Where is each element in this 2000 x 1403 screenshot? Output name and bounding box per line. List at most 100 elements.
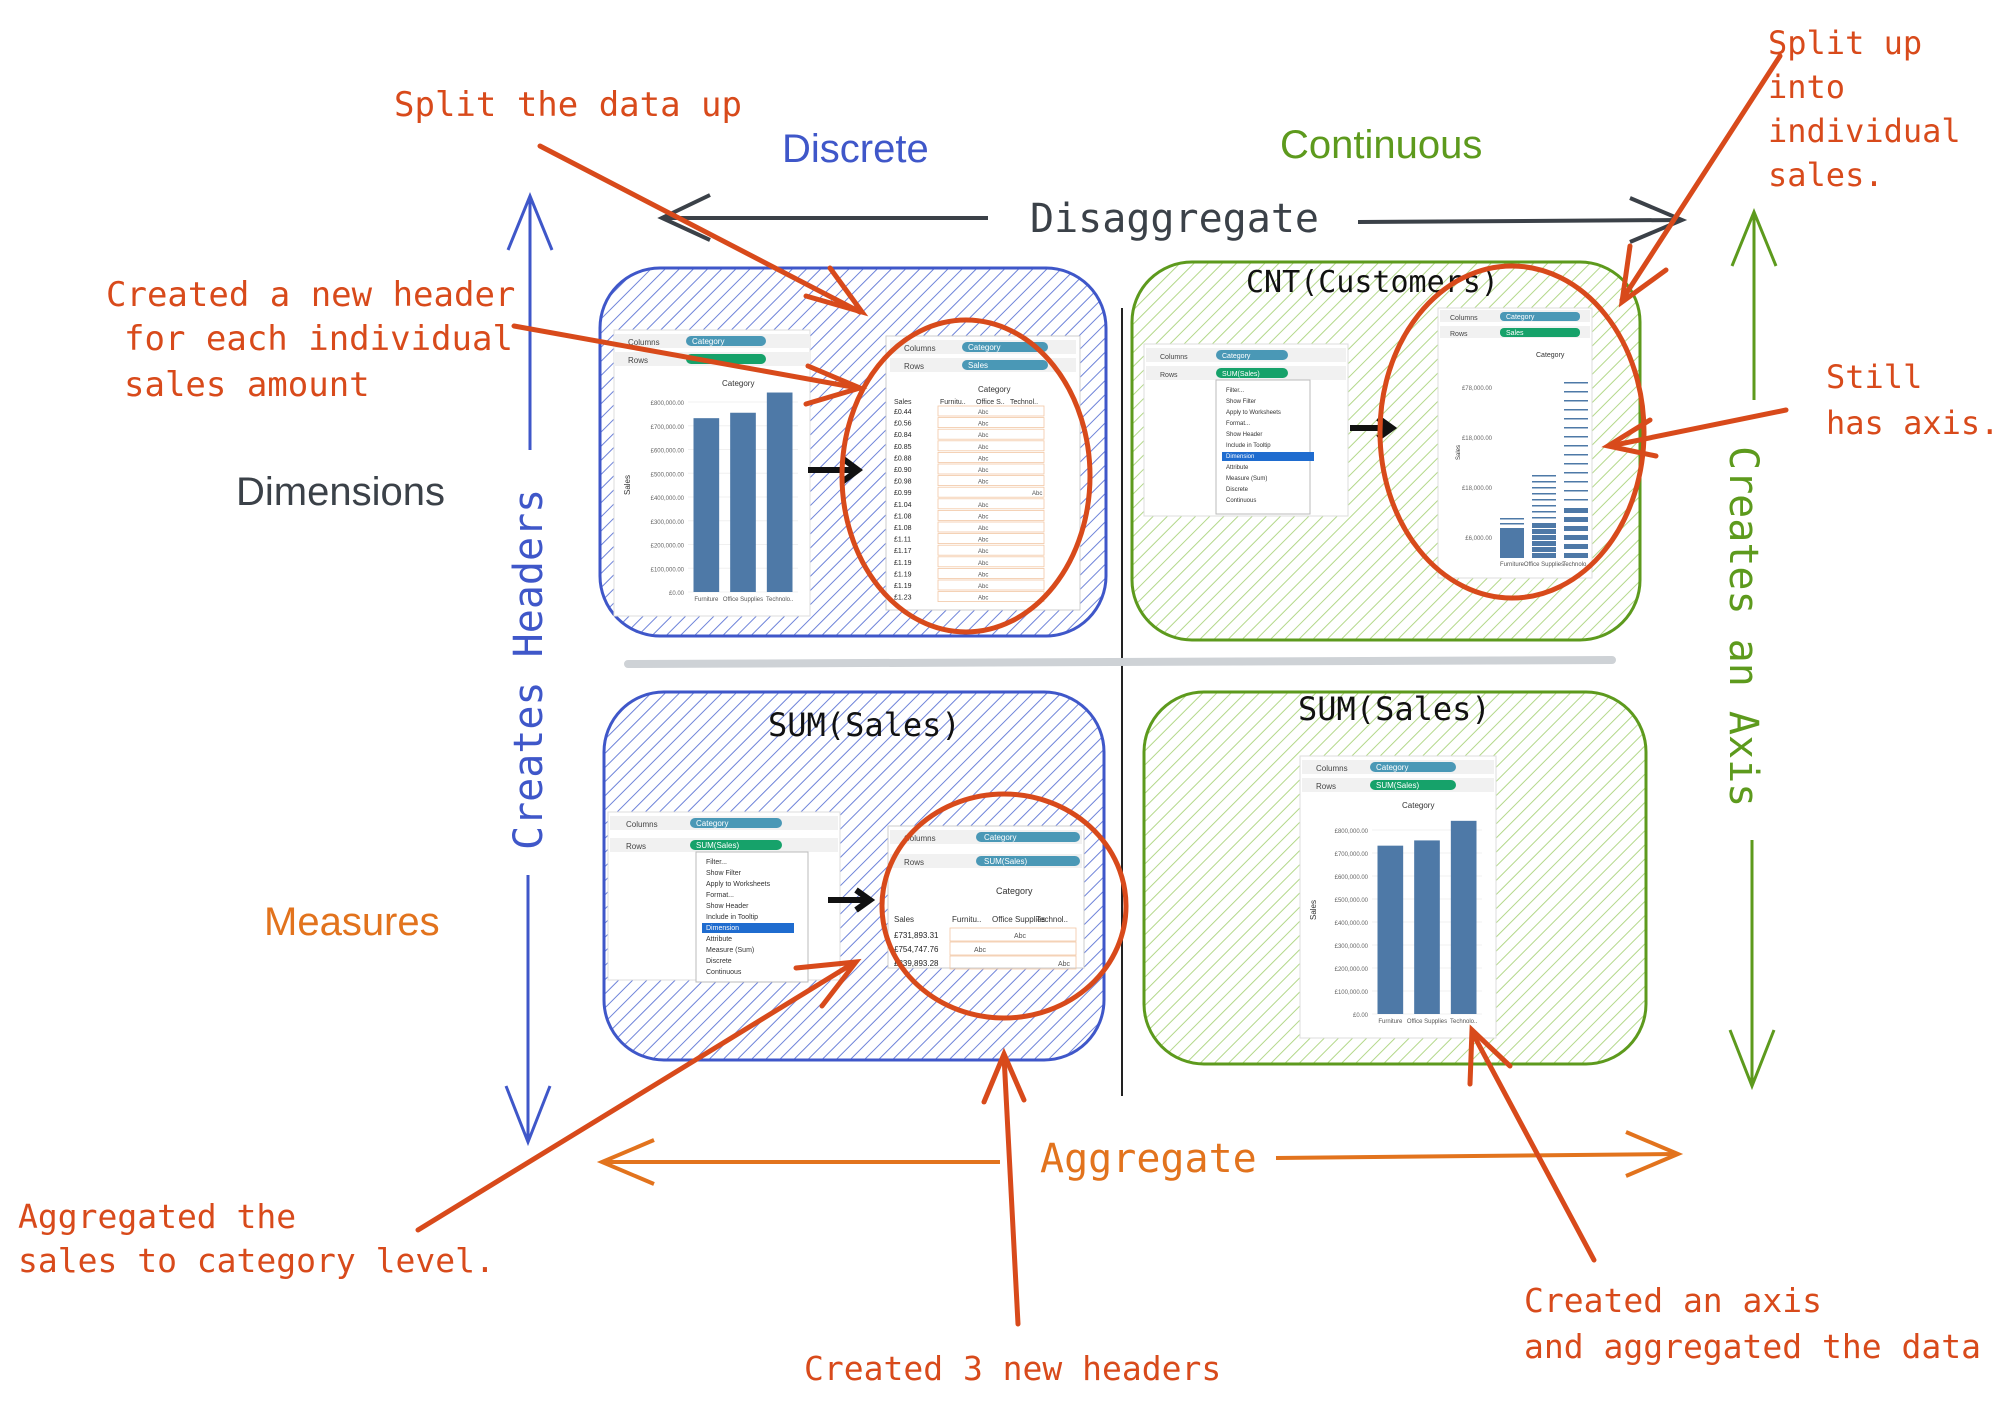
table-cell: Abc: [1058, 961, 1071, 968]
menu-item: Format...: [706, 892, 734, 899]
mark: [1564, 517, 1588, 522]
y-tick-label: £0.00: [669, 591, 685, 597]
y-tick-label: £18,000.00: [1462, 436, 1493, 442]
table-cell: £1.08: [894, 513, 912, 520]
menu-item: Show Header: [1226, 432, 1262, 438]
svg-text:Columns: Columns: [1160, 354, 1188, 361]
table-row: [937, 451, 1045, 463]
annot-three-headers: Created 3 new headers: [804, 1349, 1221, 1388]
table-cell: Abc: [1032, 491, 1042, 497]
svg-text:Category: Category: [696, 819, 728, 828]
mark: [1532, 547, 1556, 552]
table-row: [937, 486, 1045, 498]
mark: [1564, 382, 1588, 384]
table-cell: Abc: [978, 596, 988, 602]
svg-text:Rows: Rows: [626, 842, 646, 851]
menu-highlight: [1222, 452, 1314, 461]
y-tick-label: £100,000.00: [651, 567, 685, 573]
x-tick-label: Furniture: [694, 597, 719, 603]
table-cell: £0.44: [894, 409, 912, 416]
svg-text:SUM(Sales): SUM(Sales): [1376, 781, 1419, 790]
bar: [766, 392, 793, 592]
horizontal-divider: [624, 656, 1616, 668]
table-header: Sales: [894, 399, 912, 406]
table-cell: Abc: [978, 445, 988, 451]
annot-still-axis-2: has axis.: [1826, 404, 1999, 442]
svg-text:Rows: Rows: [904, 362, 924, 371]
mark: [1500, 543, 1524, 548]
table-header: Office Supplies: [992, 915, 1046, 924]
table-row: [937, 579, 1045, 591]
svg-text:Category: Category: [692, 337, 724, 346]
svg-text:Sales: Sales: [1309, 900, 1318, 920]
mark: [1564, 427, 1588, 429]
table-cell: £1.04: [894, 502, 912, 509]
annot-split-indiv-4: sales.: [1768, 156, 1884, 194]
mark: [1564, 418, 1588, 420]
mark: [1564, 463, 1588, 465]
svg-text:Columns: Columns: [904, 834, 936, 843]
annot-split-indiv-2: into: [1768, 68, 1845, 106]
svg-text:SUM(Sales): SUM(Sales): [696, 841, 739, 850]
y-tick-label: £18,000.00: [1462, 486, 1493, 492]
menu-highlight: [702, 923, 794, 933]
y-tick-label: £200,000.00: [651, 544, 685, 550]
annot-aggregated-1: Aggregated the: [18, 1197, 296, 1236]
mark: [1532, 505, 1556, 507]
table-row: [937, 463, 1045, 475]
menu-item: Apply to Worksheets: [706, 881, 771, 888]
y-tick-label: £800,000.00: [651, 401, 685, 407]
bar: [1450, 820, 1477, 1014]
mark: [1564, 400, 1588, 402]
mark: [1564, 544, 1588, 549]
table-row: [937, 556, 1045, 568]
table-row: [937, 568, 1045, 579]
table-cell: Abc: [978, 561, 988, 567]
table-row: [937, 405, 1045, 417]
y-tick-label: £100,000.00: [1335, 990, 1369, 996]
annot-still-axis-1: Still: [1826, 358, 1922, 396]
mark: [1500, 518, 1524, 520]
menu-item: Continuous: [1226, 498, 1256, 504]
menu-item: Attribute: [706, 936, 732, 943]
svg-text:Rows: Rows: [904, 858, 924, 867]
table-cell: Abc: [978, 584, 988, 590]
table-cell: Abc: [978, 514, 988, 520]
table-row: [937, 509, 1045, 521]
mark: [1532, 535, 1556, 540]
tl-bars: £800,000.00£700,000.00£600,000.00£500,00…: [651, 392, 798, 603]
mark: [1564, 409, 1588, 411]
table-header: Sales: [894, 915, 914, 924]
creates-axis-label: Creates an Axis: [1720, 446, 1766, 807]
mark: [1500, 523, 1524, 525]
mark: [1532, 493, 1556, 495]
table-row: [937, 498, 1045, 510]
br-bars: £800,000.00£700,000.00£600,000.00£500,00…: [1335, 820, 1482, 1025]
svg-text:Columns: Columns: [628, 338, 660, 347]
menu-item: Show Header: [706, 903, 749, 910]
menu-item: Include in Tooltip: [1226, 443, 1271, 449]
mark: [1564, 553, 1588, 558]
y-tick-label: £400,000.00: [1335, 921, 1369, 927]
mark: [1500, 533, 1524, 538]
mark: [1500, 528, 1524, 533]
y-tick-label: £300,000.00: [1335, 944, 1369, 950]
mark: [1532, 481, 1556, 483]
table-cell: £0.85: [894, 444, 912, 451]
annot-new-header-2: for each individual: [124, 319, 513, 359]
y-tick-label: £600,000.00: [651, 449, 685, 455]
mark: [1564, 436, 1588, 438]
menu-item: Dimension: [706, 925, 739, 932]
svg-text:Category: Category: [996, 886, 1033, 896]
tl-bar-chart-panel: Columns Category Rows Category £800,000.…: [613, 329, 811, 617]
y-tick-label: £300,000.00: [651, 520, 685, 526]
table-row: [937, 544, 1045, 556]
tl-table-panel: Columns Category Rows Sales Category Sal…: [885, 335, 1081, 611]
y-tick-label: £0.00: [1353, 1013, 1369, 1019]
annot-split-data: Split the data up: [394, 85, 742, 125]
annot-created-axis-1: Created an axis: [1524, 1281, 1822, 1320]
svg-text:Sales: Sales: [623, 475, 632, 495]
mark: [1500, 548, 1524, 553]
table-row: [949, 955, 1077, 970]
